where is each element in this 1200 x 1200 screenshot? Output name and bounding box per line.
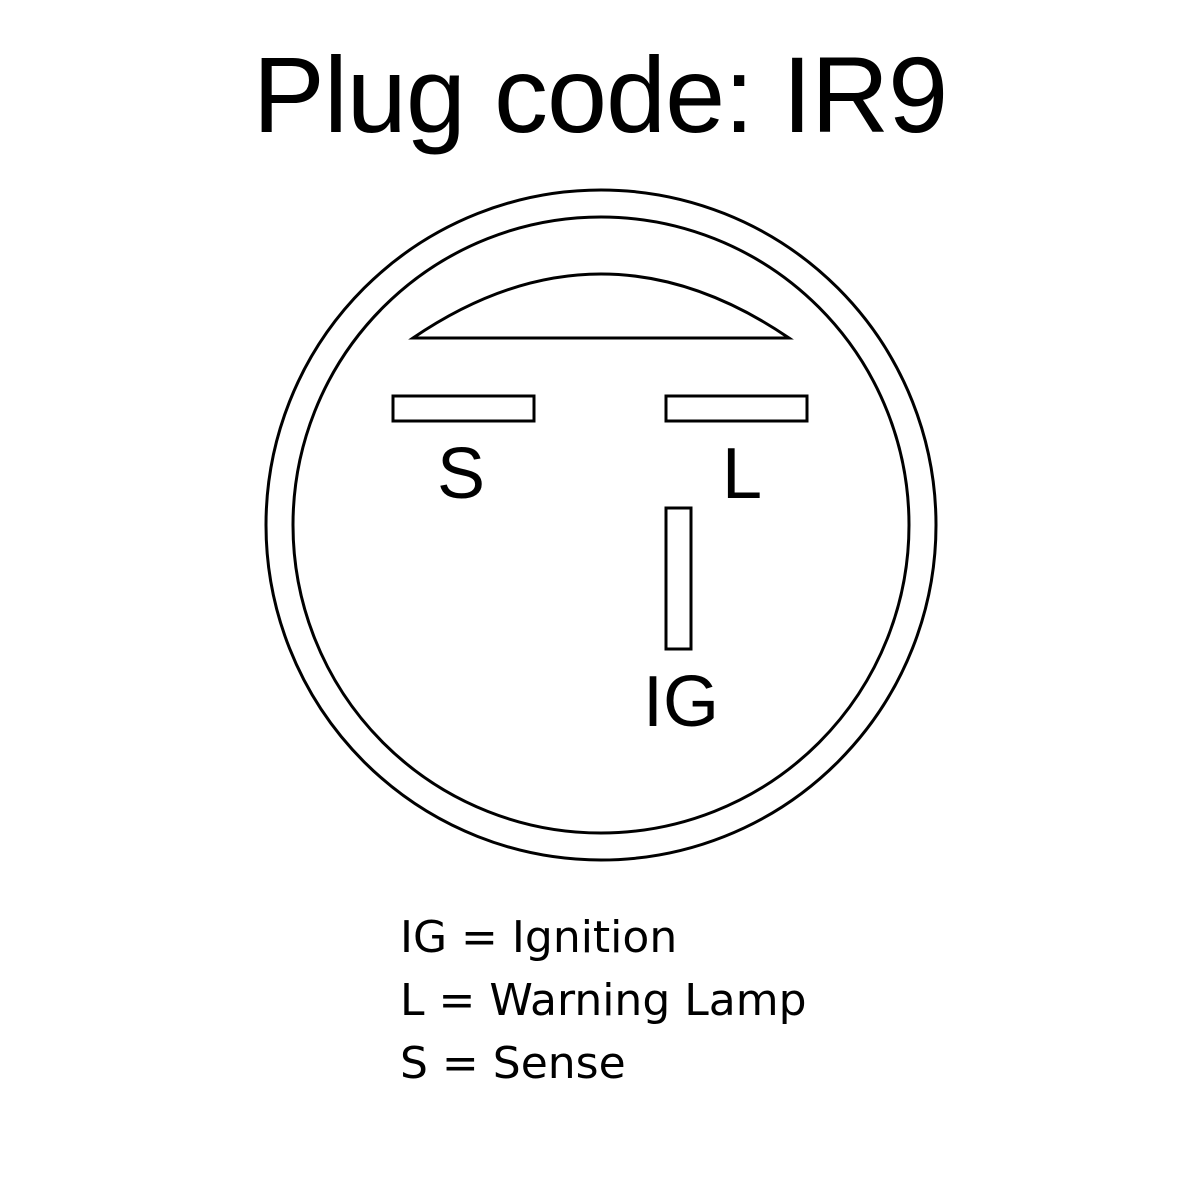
pin-legend: IG = Ignition L = Warning Lamp S = Sense xyxy=(400,906,807,1095)
legend-item-warning-lamp: L = Warning Lamp xyxy=(400,975,807,1026)
terminal-l-blade xyxy=(664,394,809,423)
terminal-ig-label: IG xyxy=(643,662,719,742)
legend-item-sense: S = Sense xyxy=(400,1038,626,1089)
terminal-ig-blade xyxy=(664,506,693,651)
terminal-l-label: L xyxy=(722,434,762,514)
connector-outer-ring xyxy=(264,188,938,862)
legend-item-ignition: IG = Ignition xyxy=(400,912,678,963)
plug-code-title: Plug code: IR9 xyxy=(252,34,948,155)
connector-key-segment xyxy=(408,272,794,340)
terminal-s-blade xyxy=(391,394,536,423)
connector-inner-ring xyxy=(291,215,911,835)
terminal-s-label: S xyxy=(437,434,485,514)
